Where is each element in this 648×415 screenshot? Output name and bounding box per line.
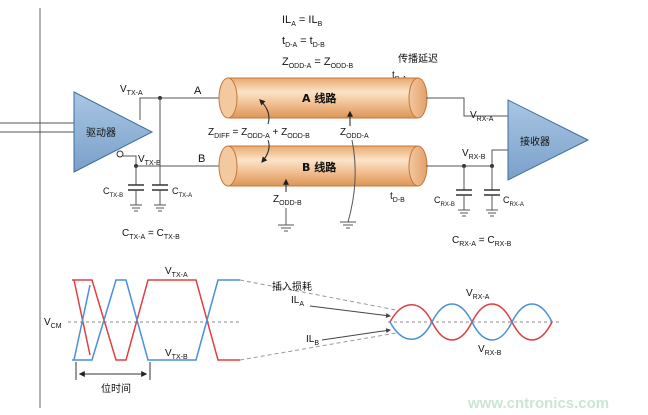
driver-inversion-bubble — [116, 150, 124, 158]
crx-b-label: CRX-B — [434, 195, 455, 208]
ctx-b-ground-icon — [130, 204, 142, 212]
line-b-label: B 线路 — [302, 160, 337, 174]
vrx-a-label: VRX-A — [470, 110, 494, 123]
tx-b-waveform — [72, 279, 240, 361]
zodd-a-ground-line — [347, 139, 356, 223]
crx-b-ground-icon — [458, 209, 470, 217]
line-a-label: A 线路 — [302, 91, 337, 105]
zdiff-arrow — [259, 99, 270, 125]
il-projection-top — [239, 279, 397, 311]
tx-a-waveform-start — [73, 279, 91, 356]
crx-a-label: CRX-A — [503, 195, 524, 208]
tx-b-waveform-start — [73, 284, 91, 361]
zdiff-equation: ZDIFF = ZODD-A + ZODD-B — [208, 127, 310, 140]
node-a-label: A — [194, 85, 202, 97]
receiver-triangle — [507, 99, 590, 181]
crx-a-ground-icon — [486, 209, 498, 217]
zdiff-arrow-2 — [261, 139, 270, 163]
transmission-line-b — [218, 145, 428, 187]
watermark: www.cntronics.com — [467, 395, 609, 412]
receiver-label: 接收器 — [520, 135, 550, 148]
eq-zodd: ZODD-A = ZODD-B — [282, 56, 353, 70]
il-b-arrow — [321, 328, 391, 341]
il-b-label: ILB — [306, 334, 319, 347]
driver-triangle — [73, 91, 154, 173]
zodd-b-ground-icon — [278, 224, 294, 232]
zodd-b-label: ZODD-B — [273, 194, 302, 207]
eq-td: tD-A = tD-B — [282, 35, 325, 49]
node-b-label: B — [198, 153, 205, 165]
rx-b-waveform — [389, 303, 553, 341]
il-a-arrow — [309, 305, 391, 318]
vtx-b-label: VTX-B — [138, 154, 161, 167]
td-b-label: tD-B — [390, 191, 405, 204]
propagation-delay-label: 传播延迟 — [398, 52, 438, 65]
driver-label: 驱动器 — [86, 127, 116, 139]
vcm-label: VCM — [44, 317, 62, 330]
ctx-equation: CTX-A = CTX-B — [122, 228, 180, 241]
zodd-a-label: ZODD-A — [340, 127, 369, 140]
il-a-label: ILA — [291, 295, 304, 308]
bit-time-label: 位时间 — [101, 382, 131, 395]
wave-vrx-b-label: VRX-B — [478, 344, 502, 357]
wire-a-tx — [139, 97, 225, 120]
wire-b-tx — [123, 155, 225, 167]
eq-il: ILA = ILB — [282, 14, 323, 28]
wave-vtx-a-label: VTX-A — [165, 266, 188, 279]
insertion-loss-label: 插入损耗 — [272, 280, 312, 293]
vrx-b-label: VRX-B — [462, 148, 486, 161]
crx-equation: CRX-A = CRX-B — [452, 235, 512, 248]
wire-a-rx — [426, 97, 508, 117]
ctx-a-ground-icon — [154, 204, 166, 212]
wave-vtx-b-label: VTX-B — [165, 348, 188, 361]
vtx-a-label: VTX-A — [120, 84, 143, 97]
il-projection-bottom — [239, 332, 397, 361]
transmission-line-a — [218, 77, 428, 119]
zodd-a-ground-icon — [340, 221, 356, 229]
ctx-b-label: CTX-B — [103, 186, 123, 199]
wave-vrx-a-label: VRX-A — [466, 288, 490, 301]
ctx-a-label: CTX-A — [172, 186, 192, 199]
wire-b-rx — [426, 149, 508, 167]
